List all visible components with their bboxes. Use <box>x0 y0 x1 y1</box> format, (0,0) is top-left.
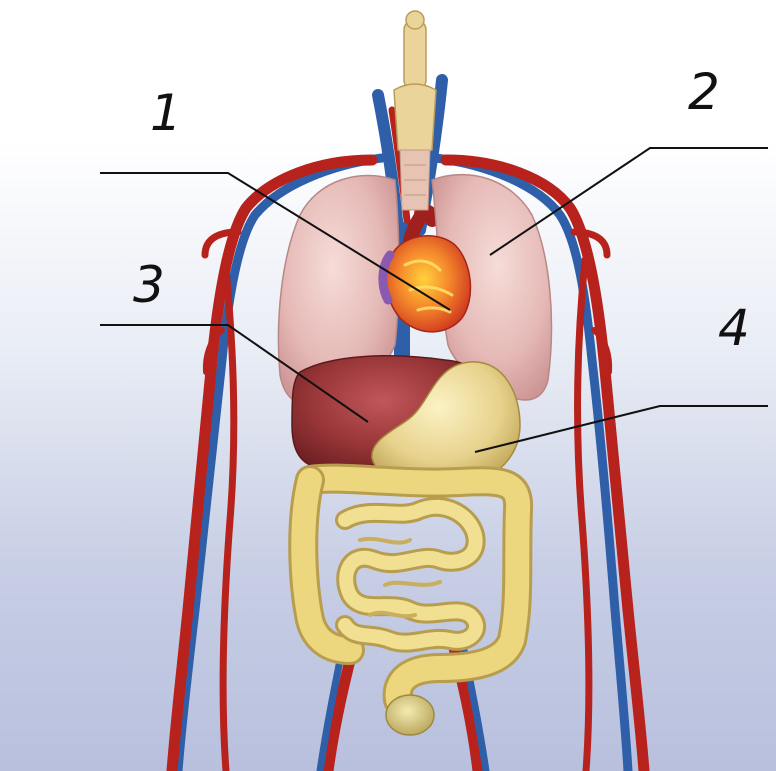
label-3: 3 <box>133 260 165 310</box>
label-2: 2 <box>688 67 720 117</box>
label-4: 4 <box>718 303 750 353</box>
label-1: 1 <box>150 88 182 138</box>
bladder <box>386 695 434 735</box>
